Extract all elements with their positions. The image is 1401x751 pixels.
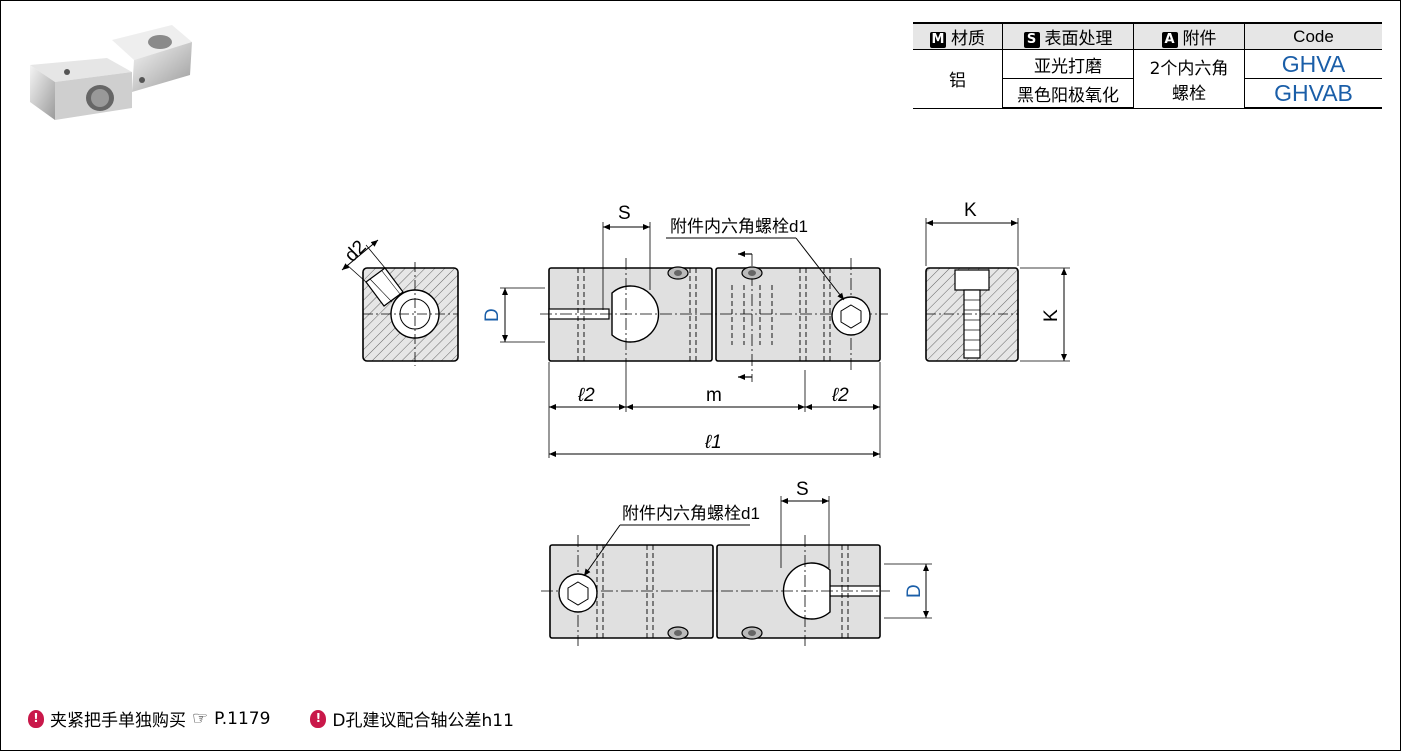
note-shaft-tolerance: ! D孔建议配合轴公差h11 [310,706,514,731]
callout-bolt-bottom: 附件内六角螺栓d1 [622,504,760,523]
cell-surface-1: 亚光打磨 [1002,49,1134,79]
page-ref-link[interactable]: P.1179 [214,708,271,729]
front-view-top: 附件内六角螺栓d1 S D ℓ2 m ℓ2 ℓ1 [482,203,888,458]
front-view-bottom: 附件内六角螺栓d1 S D [541,479,932,646]
note-handle: ! 夹紧把手单独购买 ☞ P.1179 [28,706,270,731]
label-k-side: K [1041,309,1062,322]
cell-accessory: 2个内六角 螺栓 [1133,49,1245,109]
pointing-hand-icon: ☞ [192,708,209,729]
info-bulb-icon: ! [28,709,44,728]
callout-bolt-top: 附件内六角螺栓d1 [670,217,808,236]
code-ghva[interactable]: GHVA [1244,49,1382,79]
label-s-top: S [618,203,631,224]
label-d-bottom: D [904,584,925,598]
side-view: K K [925,200,1070,362]
label-s-bottom: S [796,479,809,500]
label-d-top: D [482,308,503,322]
cell-surface-2: 黑色阳极氧化 [1002,78,1134,109]
label-m: m [706,385,722,406]
label-l1: ℓ1 [704,432,722,453]
label-k-top: K [964,200,977,221]
notes: ! 夹紧把手单独购买 ☞ P.1179 ! D孔建议配合轴公差h11 [28,706,514,731]
cell-material: 铝 [913,49,1003,109]
section-view: d2 [341,237,459,366]
label-l2-right: ℓ2 [831,385,849,406]
info-bulb-icon: ! [310,709,327,728]
product-photo [30,25,192,120]
code-ghvab[interactable]: GHVAB [1244,78,1382,109]
label-d2: d2 [341,237,371,267]
label-l2-left: ℓ2 [577,385,595,406]
header-code: Code [1244,22,1382,50]
